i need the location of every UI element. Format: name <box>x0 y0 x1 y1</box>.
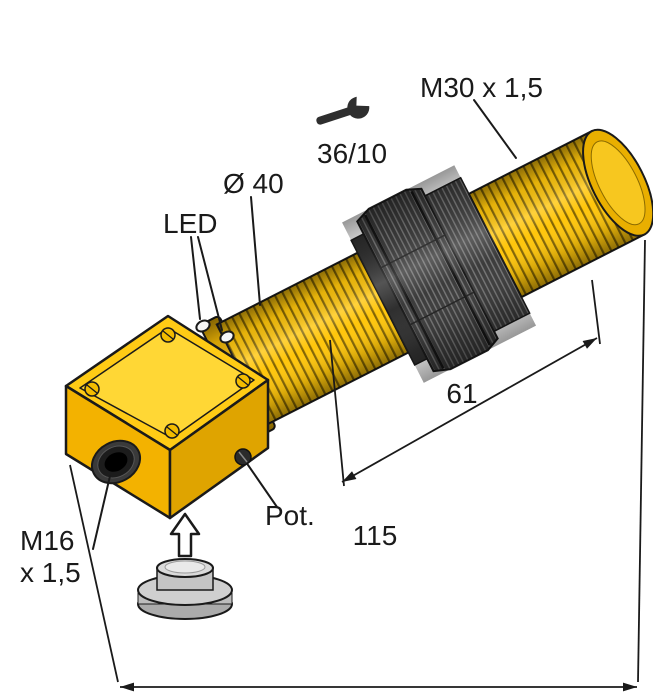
corner-screw <box>84 381 100 397</box>
extension-line <box>637 239 646 683</box>
blind-plug-cap <box>137 558 233 620</box>
leader-line-led-1 <box>190 236 201 320</box>
arrowhead <box>623 682 637 692</box>
dimension-label-61: 61 <box>446 378 477 409</box>
label-diameter: Ø 40 <box>223 168 284 199</box>
label-thread-spec: M30 x 1,5 <box>420 72 543 103</box>
leader-line-led-2 <box>197 236 223 331</box>
label-led: LED <box>163 208 217 239</box>
potentiometer-screw <box>234 448 252 466</box>
cable-entry-hole <box>91 439 141 485</box>
cap-plug-top-inner <box>164 560 206 574</box>
label-cable-gland-line1: M16 <box>20 525 74 556</box>
arrowhead <box>582 338 597 349</box>
arrowhead <box>120 682 134 692</box>
leader-line-pot <box>247 464 278 508</box>
leader-line-cable-gland <box>92 475 111 550</box>
tip-face-inner <box>590 140 646 226</box>
leader-line-diameter <box>250 196 261 306</box>
nut-shading <box>342 165 537 383</box>
corner-screw <box>164 423 180 439</box>
sensing-plate <box>79 327 255 439</box>
dimension-thread-length: 61 <box>329 279 601 487</box>
arrowhead <box>342 471 357 482</box>
wrench-icon <box>316 91 374 125</box>
housing-side-face <box>168 378 270 520</box>
label-cable-gland-line2: x 1,5 <box>20 557 81 588</box>
leader-line-thread-spec <box>473 99 517 159</box>
extension-line <box>69 464 119 683</box>
insert-direction-arrow-icon <box>169 512 201 558</box>
extension-line <box>591 279 601 345</box>
sensor-housing <box>64 314 270 520</box>
label-pot: Pot. <box>265 500 315 531</box>
dimension-label-115: 115 <box>353 520 398 551</box>
label-wrench-size: 36/10 <box>317 138 387 169</box>
led-indicator-2 <box>219 330 235 344</box>
dimension-total-length: 115 <box>69 239 646 692</box>
sensor-body <box>199 128 653 438</box>
extension-line <box>329 339 345 487</box>
corner-screw <box>235 373 251 389</box>
corner-screw <box>160 327 176 343</box>
led-indicator-1 <box>195 319 211 333</box>
dimension-line <box>341 337 598 483</box>
